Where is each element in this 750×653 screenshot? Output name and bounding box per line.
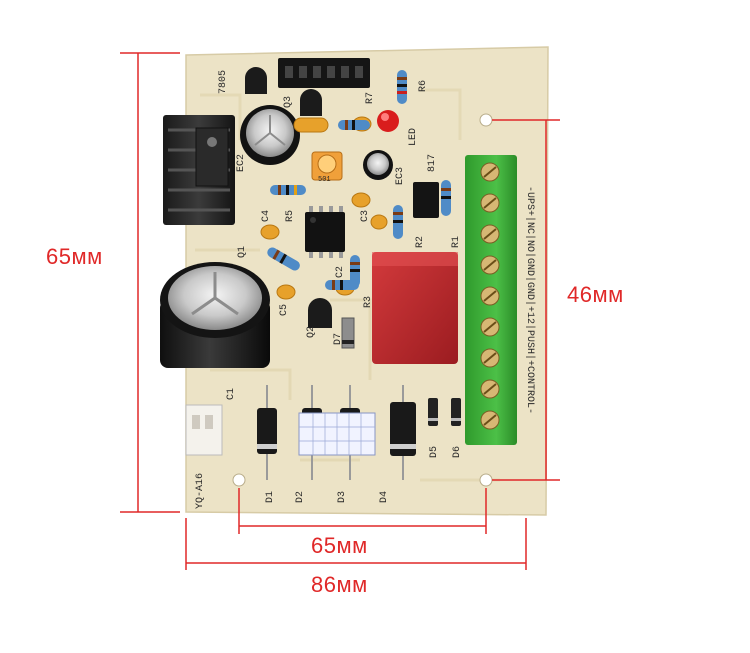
pin-header-socket — [278, 58, 370, 88]
transistor-q3 — [300, 89, 322, 116]
label-r3: R3 — [363, 296, 374, 308]
potentiometer: 501 — [311, 151, 343, 184]
label-q2: Q2 — [306, 326, 317, 338]
screw-slot — [483, 166, 497, 178]
dimension-lines — [120, 52, 560, 570]
dimension-width-holes: 65мм — [311, 533, 368, 558]
resistors — [267, 70, 451, 290]
label-ec2: EC2 — [236, 154, 247, 172]
config-sticker — [298, 412, 376, 456]
screw-slot — [483, 321, 497, 333]
capacitor-ec2 — [240, 105, 300, 165]
label-led: LED — [408, 128, 419, 146]
label-r2: R2 — [415, 236, 426, 248]
label-d7: D7 — [333, 333, 344, 345]
board-model: YQ-A16 — [195, 473, 206, 509]
capacitor-ec3 — [363, 150, 393, 180]
label-d2: D2 — [295, 491, 306, 503]
screw-slot — [483, 290, 497, 302]
mounting-hole-bottom-left — [232, 473, 246, 487]
label-c3: C3 — [360, 210, 371, 222]
led-red — [377, 110, 399, 132]
label-q1: Q1 — [237, 246, 248, 258]
diode-d5 — [428, 398, 438, 426]
diode-d7 — [341, 317, 355, 349]
screw-slot — [483, 197, 497, 209]
diode-d4 — [390, 385, 416, 480]
label-d4: D4 — [379, 491, 390, 503]
dimension-width-total: 86мм — [311, 572, 368, 597]
dimension-height-holes: 46мм — [567, 282, 624, 307]
silkscreen-labels: 7805 Q3 EC2 R7 R6 LED 817 EC3 C4 R5 C3 Q… — [195, 70, 536, 509]
diode-d6 — [451, 398, 461, 426]
label-817: 817 — [427, 154, 438, 172]
label-ec3: EC3 — [395, 167, 406, 185]
jst-connector — [185, 404, 223, 456]
label-c4: C4 — [261, 210, 272, 222]
transistor-q2 — [308, 298, 332, 328]
terminal-labels: -UPS+|NC|NO|GND|GND|+12|PUSH|+CONTROL- — [524, 186, 536, 414]
relay — [372, 252, 458, 364]
ic-dip8 — [305, 206, 345, 258]
mounting-hole-top-right — [479, 113, 493, 127]
terminal-block — [465, 155, 517, 445]
screw-slot — [483, 414, 497, 426]
dimension-height-total: 65мм — [46, 244, 103, 269]
screw-slot — [483, 259, 497, 271]
label-7805: 7805 — [218, 70, 229, 94]
optocoupler-817 — [413, 182, 439, 218]
diode-d1 — [257, 385, 277, 480]
label-r7: R7 — [365, 92, 376, 104]
label-r6: R6 — [418, 80, 429, 92]
mounting-hole-bottom-right — [479, 473, 493, 487]
screw-slot — [483, 383, 497, 395]
screw-slot — [483, 352, 497, 364]
label-q3: Q3 — [283, 96, 294, 108]
label-d6: D6 — [452, 446, 463, 458]
heatsink — [163, 115, 235, 225]
capacitor-c1 — [160, 262, 270, 368]
label-c2: C2 — [335, 266, 346, 278]
label-c5: C5 — [279, 304, 290, 316]
label-c1: C1 — [226, 388, 237, 400]
regulator-7805 — [245, 67, 267, 94]
label-r1: R1 — [451, 236, 462, 248]
label-d1: D1 — [265, 491, 276, 503]
pot-label: 501 — [318, 176, 331, 184]
label-d3: D3 — [337, 491, 348, 503]
label-r5: R5 — [285, 210, 296, 222]
screw-slot — [483, 228, 497, 240]
label-d5: D5 — [429, 446, 440, 458]
